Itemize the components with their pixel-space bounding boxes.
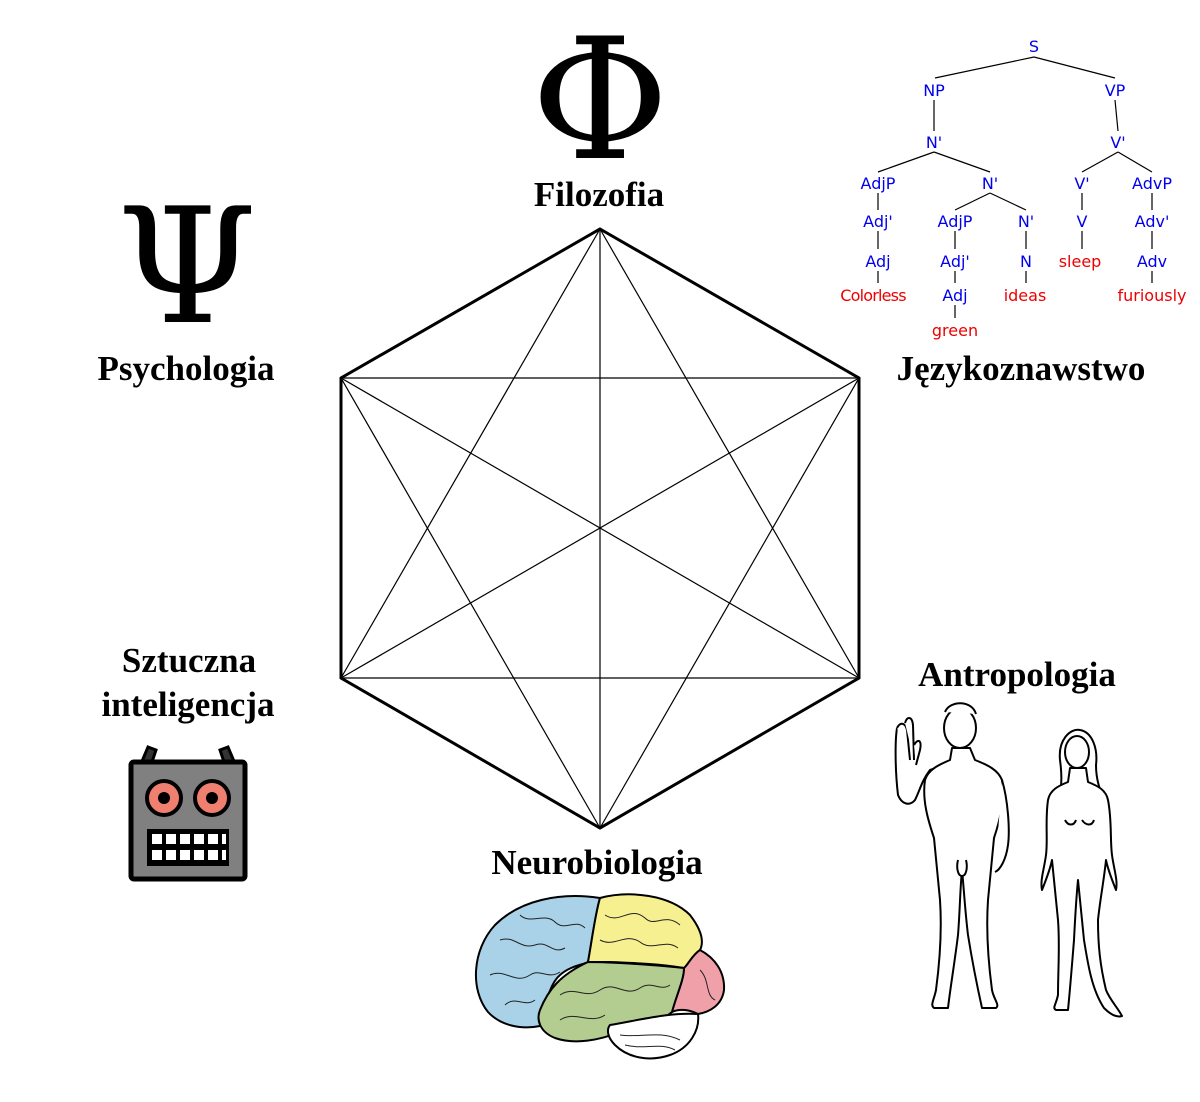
label-psychology: Psychologia xyxy=(98,349,275,388)
tree-node-n-bar-2: N' xyxy=(982,174,998,193)
phi-symbol: Φ xyxy=(531,2,669,198)
tree-node-n-bar: N' xyxy=(926,133,942,152)
tree-node-np: NP xyxy=(923,81,945,100)
tree-node-adj: Adj xyxy=(865,252,890,271)
tree-node-n: N xyxy=(1020,252,1032,271)
tree-node-adj-bar: Adj' xyxy=(863,212,893,231)
tree-node-adj-bar-2: Adj' xyxy=(940,252,970,271)
tree-node-v-bar: V' xyxy=(1110,133,1125,152)
psi-symbol: Ψ xyxy=(117,173,257,360)
label-ai-line2: inteligencja xyxy=(101,685,274,724)
tree-node-s: S xyxy=(1029,37,1039,56)
tree-word-ideas: ideas xyxy=(1004,286,1047,305)
label-neuroscience: Neurobiologia xyxy=(491,843,702,882)
syntax-tree-edges xyxy=(877,56,1153,318)
human-figures-icon xyxy=(894,702,1123,1018)
hexagon-graph xyxy=(339,227,861,830)
label-ai-line1: Sztuczna xyxy=(122,641,256,680)
tree-word-colorless: Colorless xyxy=(840,286,906,305)
female-figure xyxy=(1040,728,1123,1018)
tree-word-sleep: sleep xyxy=(1059,252,1102,271)
tree-node-adjp-2: AdjP xyxy=(938,212,973,231)
tree-node-vp: VP xyxy=(1105,81,1126,100)
tree-node-n-bar-3: N' xyxy=(1018,212,1034,231)
tree-node-adj-2: Adj xyxy=(942,286,967,305)
label-philosophy: Filozofia xyxy=(534,175,664,214)
tree-node-advp: AdvP xyxy=(1132,174,1172,193)
tree-word-furiously: furiously xyxy=(1118,286,1187,305)
label-anthropology: Antropologia xyxy=(918,655,1116,694)
robot-icon xyxy=(128,745,248,882)
hexagon-diagonals xyxy=(340,228,860,829)
tree-node-v: V xyxy=(1077,212,1088,231)
tree-node-adv-bar: Adv' xyxy=(1135,212,1170,231)
tree-node-adjp: AdjP xyxy=(861,174,896,193)
brain-icon xyxy=(474,893,726,1060)
syntax-tree-diagram: S NP VP N' V' AdjP N' V' AdvP Adj' AdjP … xyxy=(840,37,1186,340)
tree-node-adv: Adv xyxy=(1137,252,1167,271)
male-figure xyxy=(894,702,1010,1009)
tree-word-green: green xyxy=(932,321,978,340)
label-linguistics: Językoznawstwo xyxy=(897,349,1146,388)
tree-node-v-bar-2: V' xyxy=(1074,174,1089,193)
